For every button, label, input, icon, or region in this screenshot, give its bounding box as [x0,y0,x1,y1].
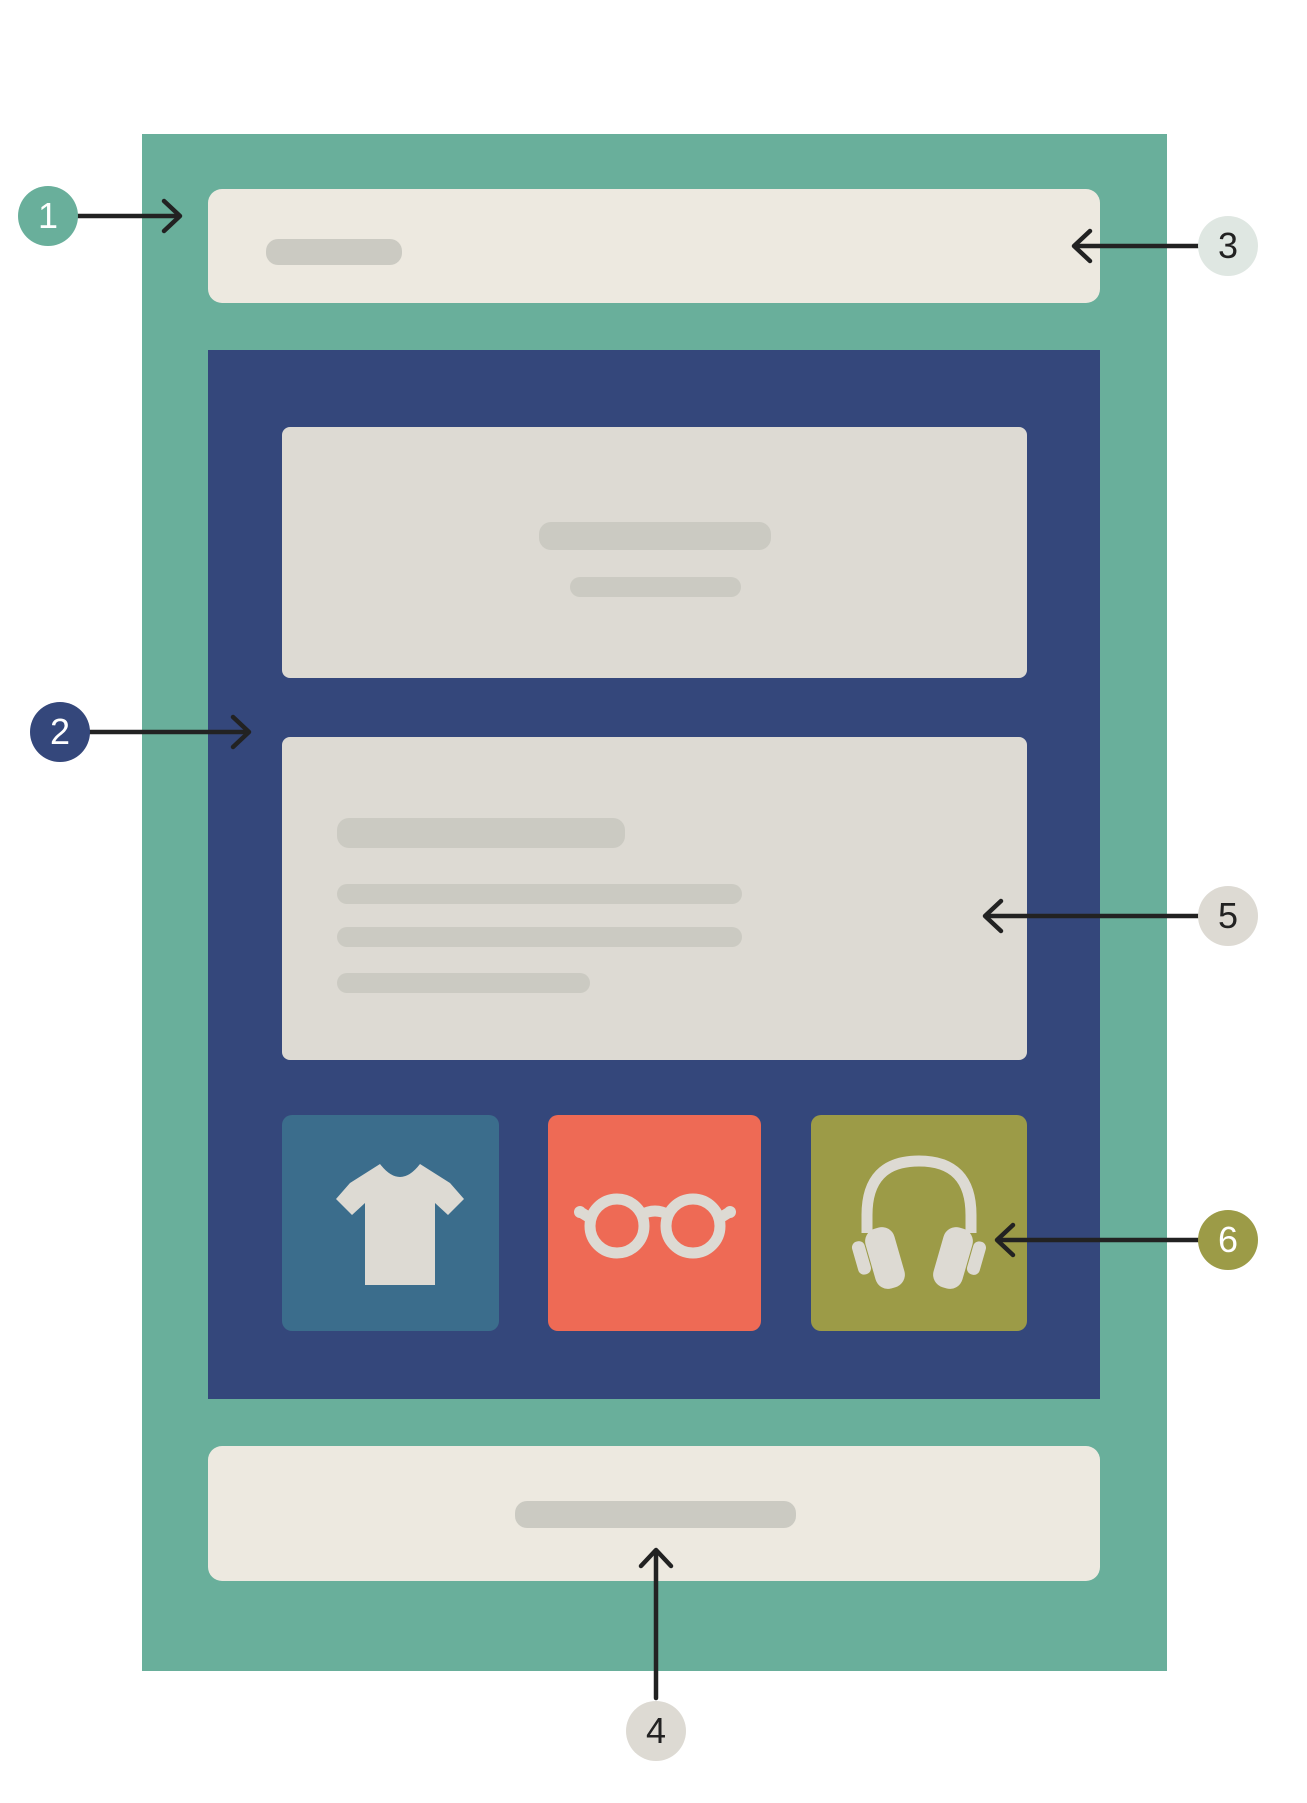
tile-headphones[interactable] [811,1115,1027,1331]
footer-text-placeholder [515,1501,796,1528]
callout-marker-4: 4 [626,1701,686,1761]
content-line-placeholder [337,973,590,993]
content-card [282,737,1027,1060]
tile-glasses[interactable] [548,1115,761,1331]
callout-marker-2: 2 [30,702,90,762]
footer-bar [208,1446,1100,1581]
content-line-placeholder [337,927,742,947]
callout-marker-3: 3 [1198,216,1258,276]
tile-shirt[interactable] [282,1115,499,1331]
glasses-icon [574,1193,736,1259]
hero-card [282,427,1027,678]
callout-marker-6: 6 [1198,1210,1258,1270]
content-line-placeholder [337,884,742,904]
callout-marker-5: 5 [1198,886,1258,946]
headphones-icon [851,1155,986,1289]
t-shirt-icon [336,1164,464,1285]
content-heading-placeholder [337,818,625,848]
header-bar [208,189,1100,303]
header-title-placeholder [266,239,402,265]
hero-subheading-placeholder [570,577,741,597]
callout-marker-1: 1 [18,186,78,246]
hero-heading-placeholder [539,522,771,550]
